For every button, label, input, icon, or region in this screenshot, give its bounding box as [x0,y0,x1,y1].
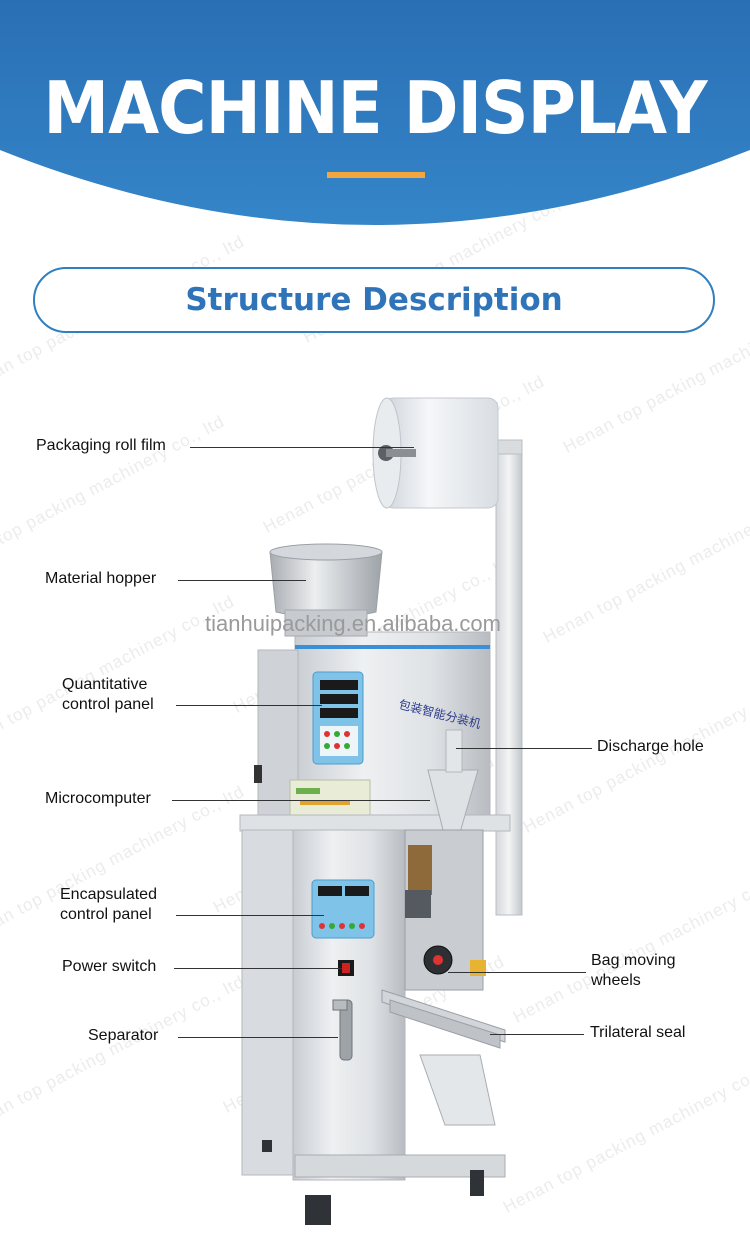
label-trilateral-seal: Trilateral seal [590,1024,686,1041]
label-discharge-hole: Discharge hole [597,738,704,755]
packing-machine-illustration: 包装智能分装机 [239,397,523,1225]
label-encapsulated-line1: Encapsulated [60,886,157,903]
website-watermark: tianhuipacking.en.alibaba.com [205,611,501,636]
label-packaging-roll-film: Packaging roll film [36,437,166,454]
label-material-hopper: Material hopper [45,570,157,587]
leader-line [178,580,306,581]
header-banner: MACHINE DISPLAY [0,0,750,240]
leader-line [190,447,414,448]
title-underline [327,172,425,178]
section-title: Structure Description [185,282,563,318]
label-microcomputer: Microcomputer [45,790,151,807]
section-title-pill: Structure Description [33,267,715,333]
leader-line [490,1034,584,1035]
leader-line [174,968,342,969]
label-encapsulated-line2: control panel [60,906,152,923]
label-separator: Separator [88,1027,159,1044]
leader-line [176,915,324,916]
leader-line [448,972,586,973]
leader-line [172,800,430,801]
label-quantitative-line1: Quantitative [62,676,148,693]
label-power-switch: Power switch [62,958,157,975]
label-bag-moving-line2: wheels [591,972,641,989]
leader-line [178,1037,338,1038]
leader-line [176,705,322,706]
leader-line [456,748,592,749]
header-wave-background [0,0,750,225]
label-quantitative-line2: control panel [62,696,154,713]
label-bag-moving-line1: Bag moving [591,952,676,969]
page-title: MACHINE DISPLAY [43,66,707,151]
